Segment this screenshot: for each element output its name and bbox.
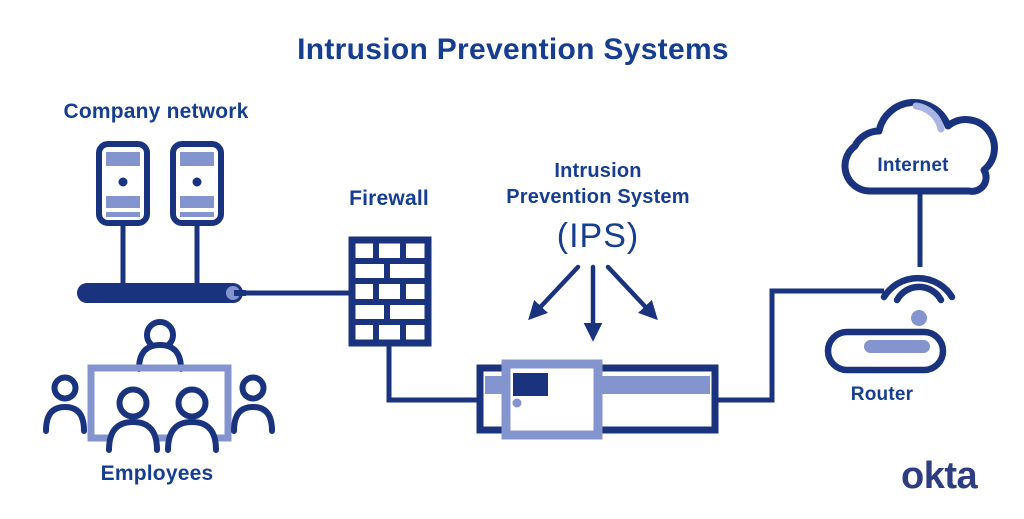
ips-abbr-label: (IPS): [556, 217, 640, 255]
company-network-label: Company network: [63, 100, 249, 123]
ips-arrows: [528, 264, 658, 342]
person-front-right: [165, 386, 219, 453]
internet-cloud-icon: [841, 98, 998, 195]
server-icon: [96, 141, 150, 226]
ips-label: Intrusion Prevention System: [506, 158, 689, 210]
arrow-right: [605, 264, 658, 321]
cloud-highlight: [912, 102, 945, 133]
ips-label-line2: Prevention System: [506, 186, 690, 208]
employees-icon: [43, 319, 275, 453]
ips-appliance-icon: [476, 359, 719, 440]
person-back: [136, 319, 184, 372]
person-far-right: [231, 374, 275, 434]
firewall-icon: [348, 236, 432, 347]
person-front-left: [106, 386, 160, 453]
wifi-icon: [880, 274, 956, 304]
page-title: Intrusion Prevention Systems: [297, 33, 729, 66]
network-cable-icon: [77, 283, 246, 303]
ips-label-line1: Intrusion: [554, 160, 642, 182]
internet-label: Internet: [877, 155, 949, 176]
person-far-left: [43, 374, 87, 434]
server-icon: [170, 141, 224, 226]
router-icon: [824, 328, 947, 374]
employees-label: Employees: [100, 462, 214, 485]
arrow-left: [528, 264, 581, 321]
firewall-label: Firewall: [349, 187, 429, 210]
okta-logo: okta: [901, 455, 978, 497]
server-towers-icon: [96, 141, 224, 226]
connection-lines: [120, 190, 923, 403]
wifi-dot: [911, 310, 927, 326]
router-label: Router: [850, 384, 914, 405]
table-rect: [87, 364, 232, 442]
